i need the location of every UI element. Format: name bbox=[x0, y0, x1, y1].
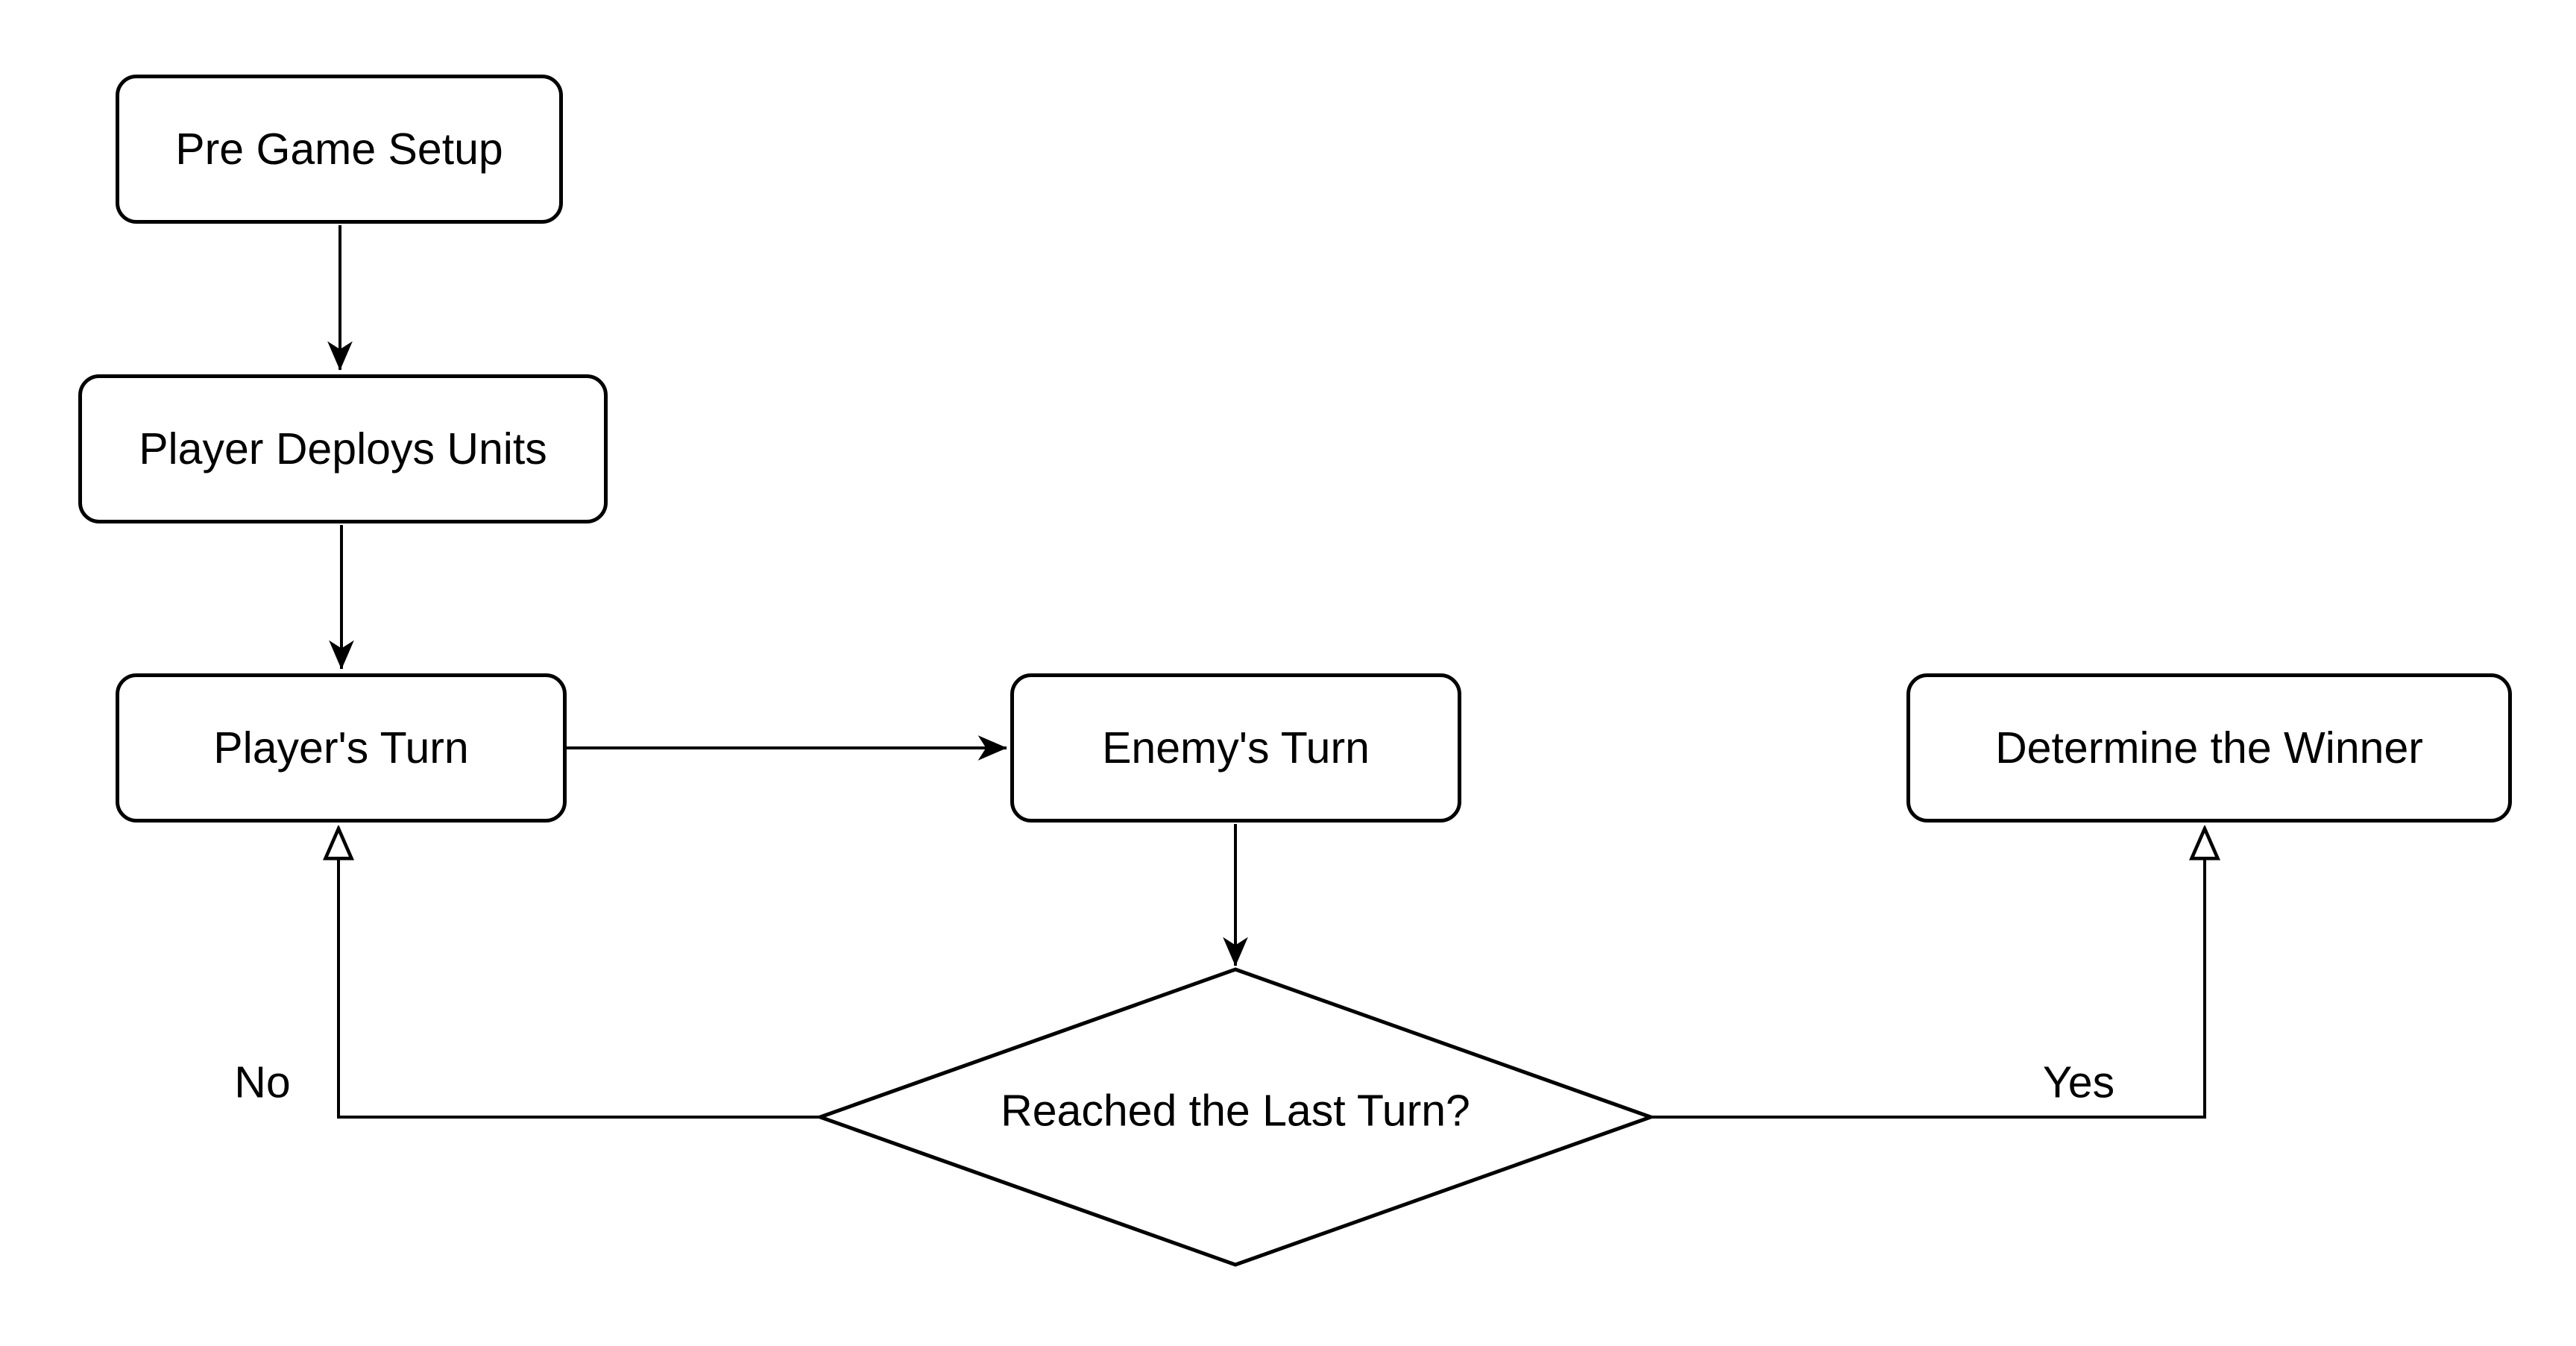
node-players-turn: Player's Turn bbox=[116, 673, 567, 823]
node-determine-the-winner-label: Determine the Winner bbox=[1995, 723, 2423, 773]
edge-label-yes: Yes bbox=[2038, 1056, 2120, 1110]
edge-label-no: No bbox=[230, 1056, 295, 1110]
node-determine-the-winner: Determine the Winner bbox=[1906, 673, 2512, 823]
node-enemys-turn-label: Enemy's Turn bbox=[1102, 723, 1370, 773]
edge-decision-yes-to-winner bbox=[1651, 829, 2205, 1119]
node-pre-game-setup-label: Pre Game Setup bbox=[175, 124, 503, 174]
node-players-turn-label: Player's Turn bbox=[213, 723, 469, 773]
node-pre-game-setup: Pre Game Setup bbox=[116, 75, 563, 224]
decision-label-text: Reached the Last Turn? bbox=[1001, 1086, 1470, 1136]
edge-decision-no-to-playersturn bbox=[338, 829, 820, 1119]
decision-diamond-reached-last-turn bbox=[814, 967, 1657, 1267]
node-player-deploys-units: Player Deploys Units bbox=[78, 374, 608, 523]
node-player-deploys-units-label: Player Deploys Units bbox=[139, 424, 547, 474]
decision-label-reached-last-turn: Reached the Last Turn? bbox=[881, 1085, 1590, 1138]
node-enemys-turn: Enemy's Turn bbox=[1010, 673, 1461, 823]
